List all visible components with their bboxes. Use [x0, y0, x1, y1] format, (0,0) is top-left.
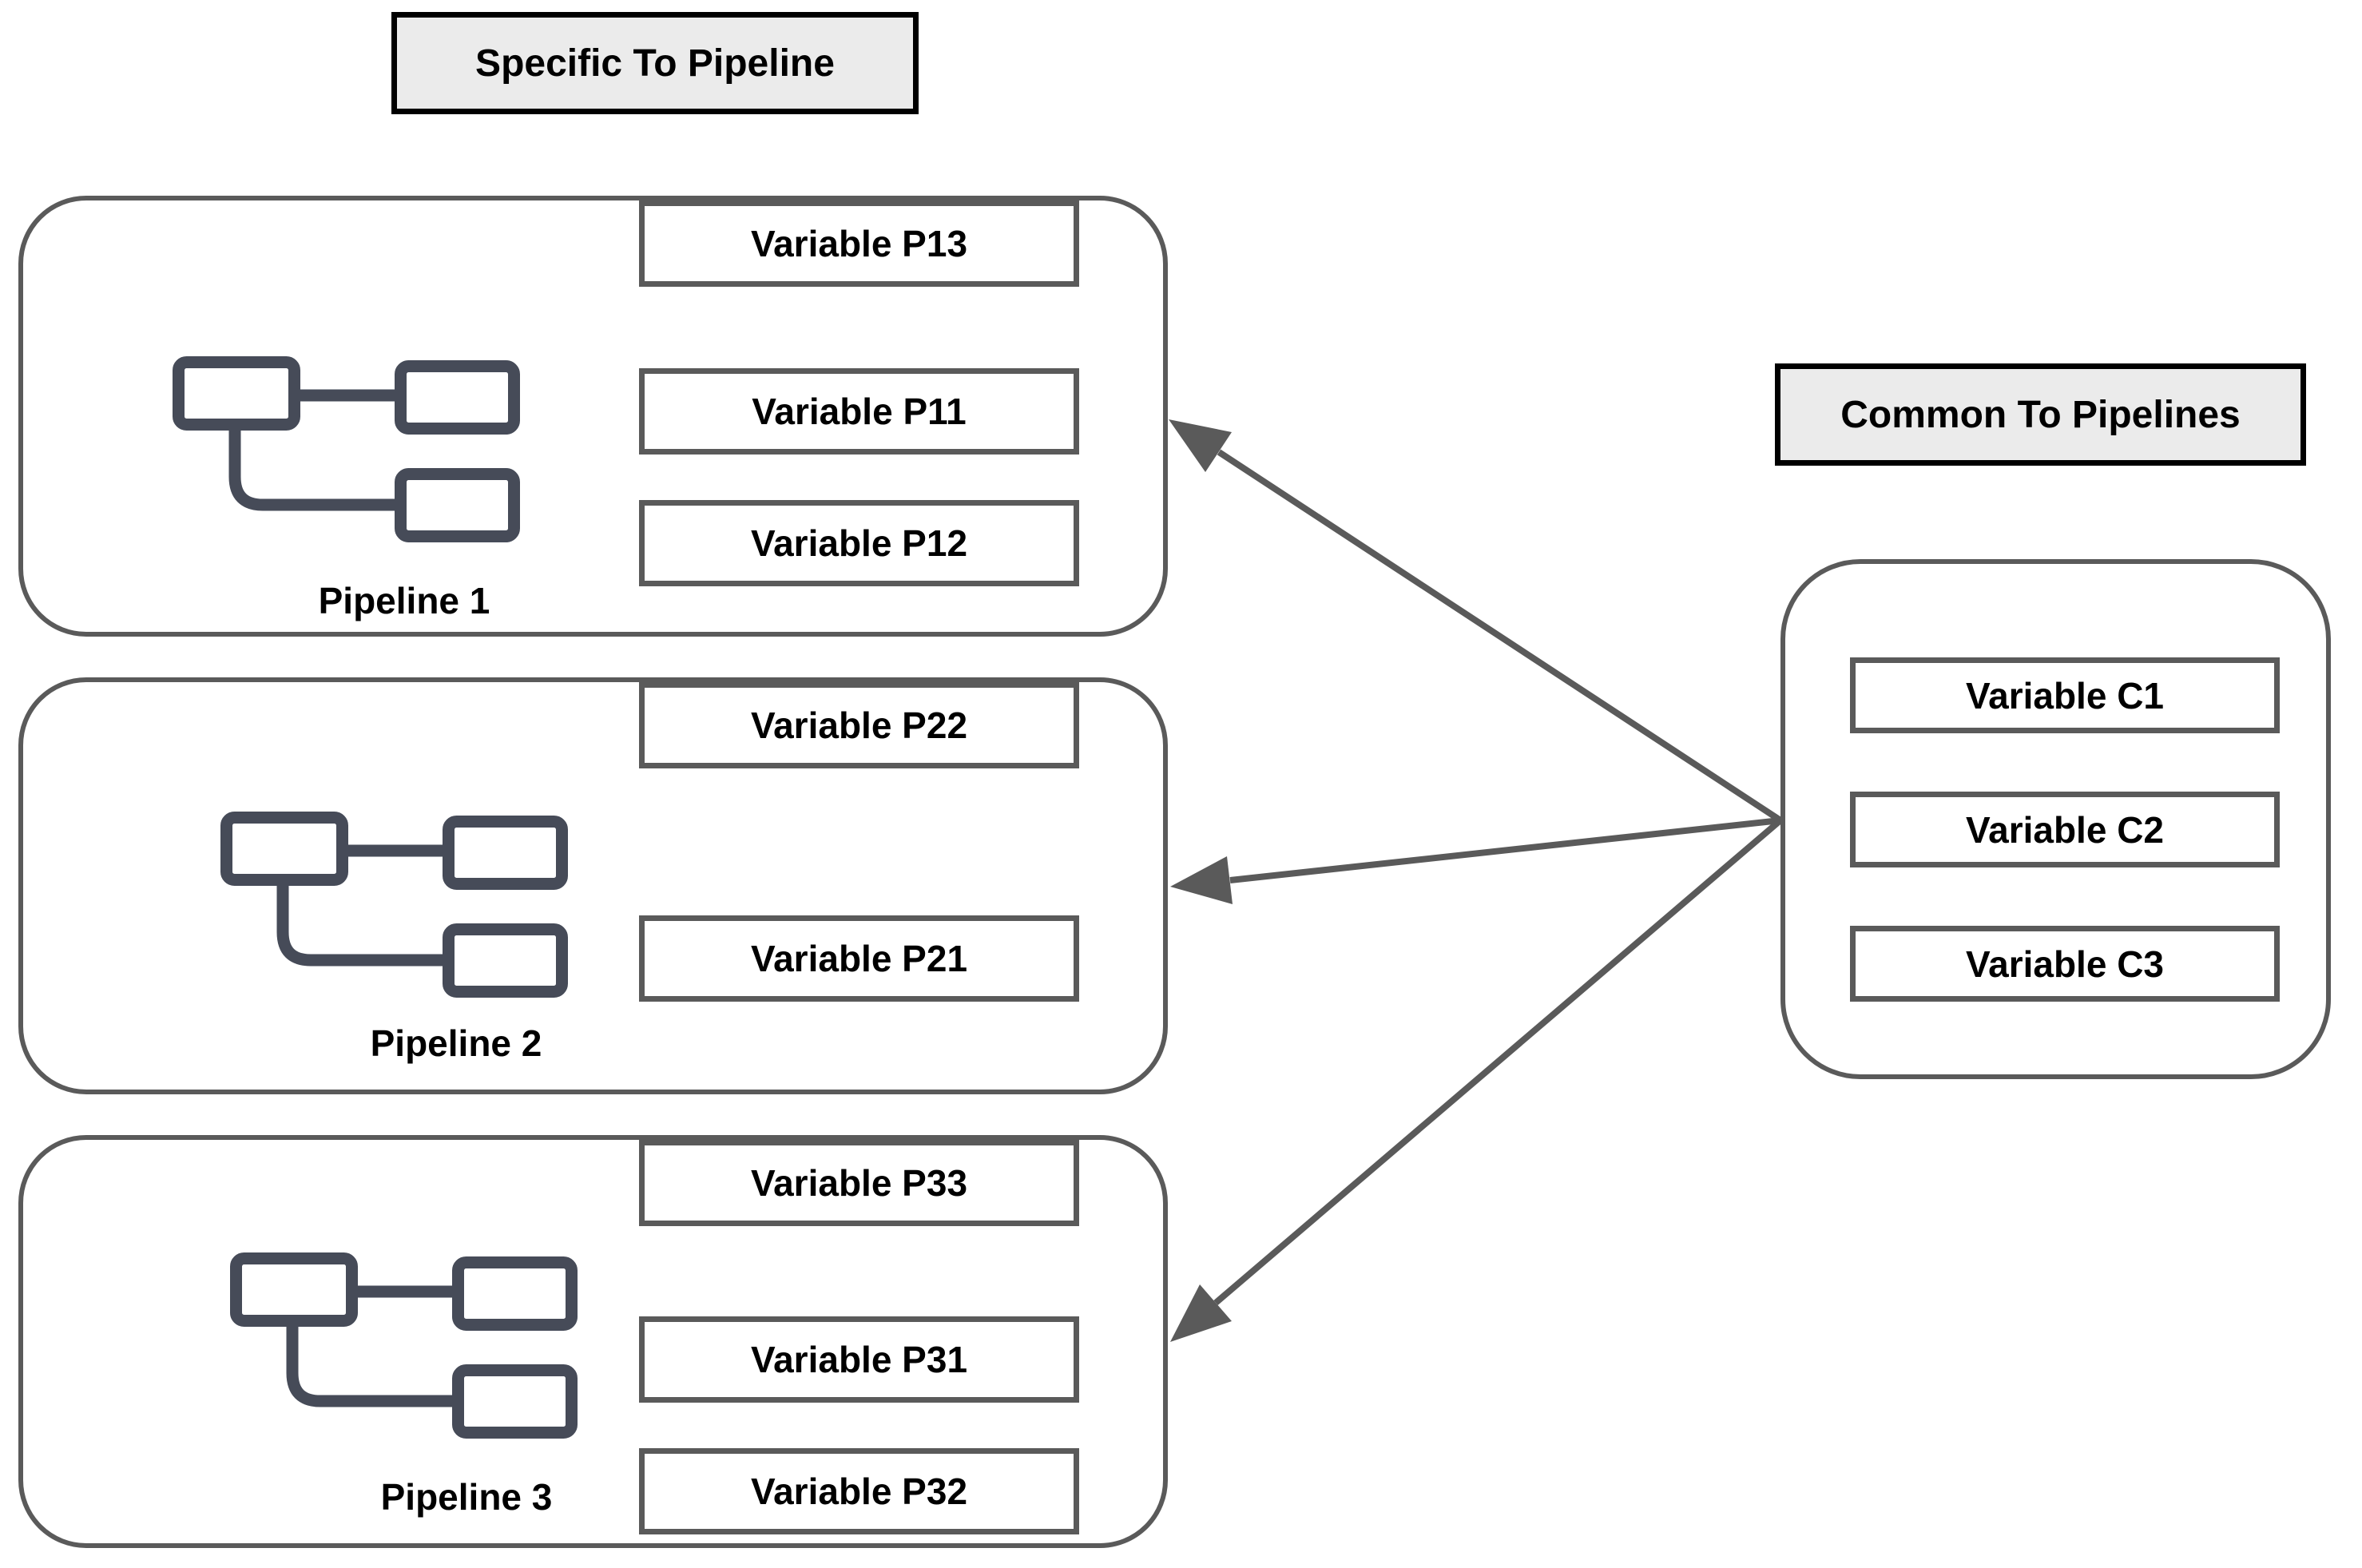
- variable-box-c3: Variable C3: [1850, 926, 2280, 1002]
- common-variables-box: Variable C1 Variable C2 Variable C3: [1780, 559, 2331, 1079]
- common-to-pipelines-title: Common To Pipelines: [1775, 363, 2306, 466]
- pipeline-3-label: Pipeline 3: [380, 1476, 553, 1518]
- variable-box-c2: Variable C2: [1850, 792, 2280, 867]
- pipeline-2-label: Pipeline 2: [370, 1022, 542, 1064]
- flowchart-nodes-icon: [230, 1252, 578, 1439]
- pipeline-1-label: Pipeline 1: [318, 580, 490, 621]
- pipeline-1-box: Pipeline 1 Variable P11 Variable P12 Var…: [18, 196, 1168, 637]
- pipeline-2-box: Pipeline 2 Variable P21 Variable P22: [18, 677, 1168, 1094]
- specific-to-pipeline-title: Specific To Pipeline: [391, 12, 919, 114]
- pipeline-3-box: Pipeline 3 Variable P31 Variable P32 Var…: [18, 1135, 1168, 1548]
- flowchart-nodes-icon: [220, 812, 568, 998]
- variable-box-p11: Variable P11: [639, 368, 1079, 455]
- variable-box-p12: Variable P12: [639, 500, 1079, 586]
- arrow-common-to-pipeline-2: [1170, 817, 1781, 904]
- variable-box-p32: Variable P32: [639, 1448, 1079, 1534]
- variable-box-c1: Variable C1: [1850, 657, 2280, 733]
- variable-box-p21: Variable P21: [639, 915, 1079, 1002]
- arrow-common-to-pipeline-1: [1169, 419, 1783, 824]
- flowchart-nodes-icon: [173, 356, 520, 542]
- variable-box-p13: Variable P13: [639, 200, 1079, 287]
- variable-box-p33: Variable P33: [639, 1140, 1079, 1226]
- arrow-common-to-pipeline-3: [1170, 817, 1783, 1342]
- variable-box-p31: Variable P31: [639, 1316, 1079, 1403]
- variable-box-p22: Variable P22: [639, 682, 1079, 768]
